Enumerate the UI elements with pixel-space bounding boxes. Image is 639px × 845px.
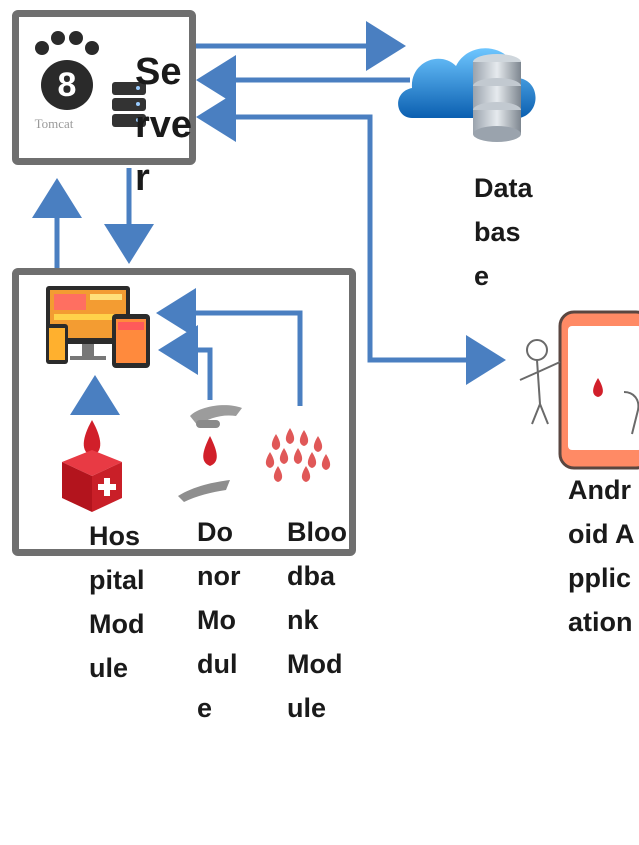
devices-icon xyxy=(46,286,150,368)
server-label: Server xyxy=(135,51,193,199)
cloud-database-icon xyxy=(398,48,536,142)
hospital-blood-icon xyxy=(62,420,122,512)
arrow-donor-to-devices xyxy=(158,325,213,400)
arrow-bloodbank-to-devices xyxy=(156,288,303,406)
android-phone-person-icon xyxy=(519,310,639,470)
android-application-label: Android Application xyxy=(568,475,635,637)
donor-hand-blood-icon xyxy=(178,405,242,502)
tomcat-logo-icon: 8 Tomcat xyxy=(35,31,99,131)
hospital-module-label: Hospital Module xyxy=(89,521,145,683)
database-label: Database xyxy=(474,173,533,291)
donor-module-label: Donor Module xyxy=(197,517,241,723)
blood-drops-icon xyxy=(265,428,331,482)
svg-text:8: 8 xyxy=(58,66,77,104)
bloodbank-module-label: Bloodbank Module xyxy=(287,517,347,723)
arrow-server-to-android xyxy=(367,300,506,385)
arrow-android-to-server xyxy=(196,92,373,300)
tomcat-logo-text: Tomcat xyxy=(35,116,74,131)
arrows xyxy=(31,21,506,415)
server-rack-icon xyxy=(112,82,146,127)
